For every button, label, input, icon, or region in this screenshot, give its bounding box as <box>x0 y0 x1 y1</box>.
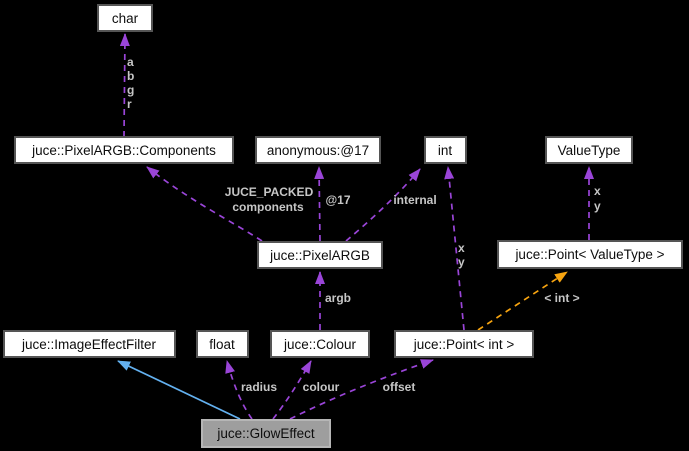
node-imageeffectfilter-box[interactable] <box>3 330 176 358</box>
node-gloweffect-box <box>201 419 331 448</box>
edge-label-g: g <box>127 83 134 97</box>
edge-label-y-valuetype: y <box>594 199 601 213</box>
edge-label-at17: @17 <box>325 193 350 207</box>
node-point-int-label: juce::Point< int > <box>413 337 515 352</box>
edge-pointint-to-pointvaluetype <box>477 271 568 331</box>
node-pixelargb[interactable]: juce::PixelARGB <box>257 241 383 269</box>
edge-label-colour: colour <box>303 380 340 394</box>
node-imageeffectfilter[interactable]: juce::ImageEffectFilter <box>3 330 176 358</box>
edge-gloweffect-to-float <box>225 360 253 420</box>
node-point-valuetype-label: juce::Point< ValueType > <box>514 247 664 262</box>
edge-label-components: components <box>232 200 304 214</box>
edge-gloweffect-to-pointint <box>289 359 434 420</box>
node-point-valuetype[interactable]: juce::Point< ValueType > <box>497 240 683 269</box>
node-char: char <box>97 4 153 32</box>
node-anonymous-17-label: anonymous:@17 <box>267 143 369 158</box>
edge-label-argb: argb <box>325 291 351 305</box>
node-anonymous-17-box <box>255 136 381 164</box>
node-point-valuetype-box[interactable] <box>497 240 683 269</box>
node-valuetype-box <box>545 136 633 164</box>
node-valuetype-label: ValueType <box>558 143 621 158</box>
edge-pixelargb-to-anonymous17 <box>314 166 325 242</box>
edge-label-x-int: x <box>458 241 465 255</box>
node-float-box <box>196 330 249 358</box>
edge-gloweffect-to-colour <box>272 360 312 420</box>
node-point-int-box[interactable] <box>394 330 534 358</box>
node-valuetype: ValueType <box>545 136 633 164</box>
edge-label-y-int: y <box>458 255 465 269</box>
node-anonymous-17: anonymous:@17 <box>255 136 381 164</box>
edge-label-x-valuetype: x <box>594 184 601 198</box>
edge-pixelargb-to-int <box>345 168 421 242</box>
node-colour[interactable]: juce::Colour <box>270 330 370 358</box>
node-gloweffect-label: juce::GlowEffect <box>216 426 315 441</box>
node-char-box <box>97 4 153 32</box>
node-pixelargb-label: juce::PixelARGB <box>269 248 370 263</box>
edge-label-radius: radius <box>241 380 277 394</box>
node-float: float <box>196 330 249 358</box>
edge-label-offset: offset <box>383 380 416 394</box>
node-char-label: char <box>112 11 139 26</box>
node-int: int <box>424 136 467 164</box>
node-point-int[interactable]: juce::Point< int > <box>394 330 534 358</box>
node-colour-box[interactable] <box>270 330 370 358</box>
node-gloweffect: juce::GlowEffect <box>201 419 331 448</box>
node-int-label: int <box>438 143 453 158</box>
node-int-box <box>424 136 467 164</box>
node-colour-label: juce::Colour <box>283 337 357 352</box>
edge-label-b: b <box>127 69 134 83</box>
edge-gloweffect-to-imageeffectfilter <box>117 360 241 420</box>
edge-label-a: a <box>127 55 134 69</box>
node-imageeffectfilter-label: juce::ImageEffectFilter <box>21 337 157 352</box>
edge-pixelargb-to-components <box>146 166 263 242</box>
node-pixelargb-components-label: juce::PixelARGB::Components <box>31 143 216 158</box>
node-float-label: float <box>209 337 235 352</box>
edge-label-juce-packed: JUCE_PACKED <box>225 185 314 199</box>
edge-pointint-to-int <box>444 166 465 331</box>
node-pixelargb-box[interactable] <box>257 241 383 269</box>
node-pixelargb-components-box[interactable] <box>14 136 234 164</box>
edge-label-int-template: < int > <box>544 291 579 305</box>
edge-label-r: r <box>127 97 132 111</box>
edge-label-internal: internal <box>393 193 436 207</box>
node-pixelargb-components[interactable]: juce::PixelARGB::Components <box>14 136 234 164</box>
